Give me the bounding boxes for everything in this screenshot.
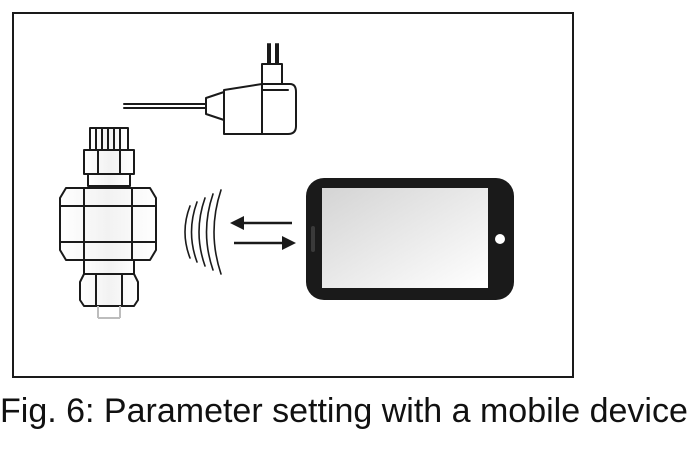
figure-caption: Fig. 6: Parameter setting with a mobile …	[0, 392, 688, 430]
power-adapter-icon	[123, 43, 297, 135]
wireless-signal-icon	[184, 189, 222, 275]
mobile-device-icon	[306, 178, 514, 300]
pressure-sensor-icon	[59, 127, 157, 319]
data-exchange-arrows-icon	[230, 216, 296, 250]
